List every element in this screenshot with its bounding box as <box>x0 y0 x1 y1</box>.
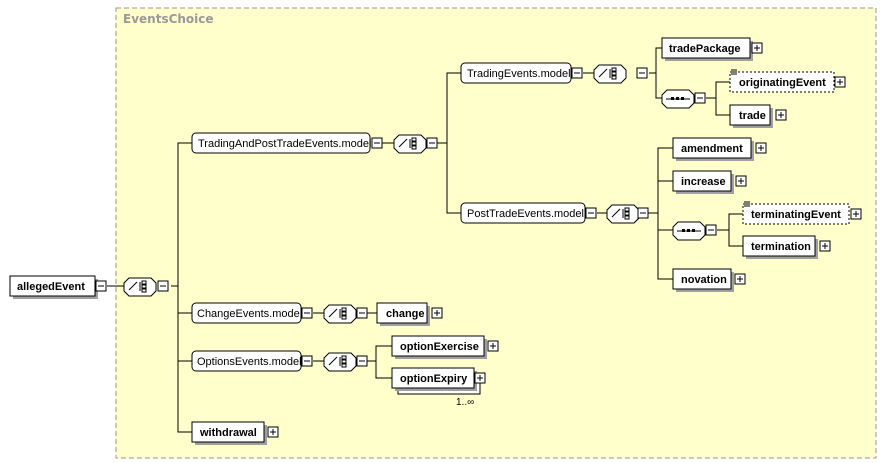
collapse-icon[interactable] <box>301 307 313 319</box>
collapse-icon[interactable] <box>371 137 383 149</box>
option-expiry-label: optionExpiry <box>400 373 468 385</box>
amendment-label: amendment <box>681 143 743 155</box>
element-trade-package[interactable]: tradePackage <box>661 37 753 61</box>
element-terminating-event[interactable]: terminatingEvent <box>742 201 850 225</box>
group-trading-and-post-trade-events[interactable]: TradingAndPostTradeEvents.model <box>191 132 371 154</box>
collapse-icon[interactable] <box>571 67 583 79</box>
element-novation[interactable]: novation <box>672 268 734 292</box>
connector-lines <box>107 47 743 433</box>
trading-events-label: TradingEvents.model <box>467 68 571 80</box>
change-events-label: ChangeEvents.model <box>197 308 302 320</box>
expand-icon[interactable] <box>775 109 787 121</box>
increase-label: increase <box>681 176 726 188</box>
choice-compositor-icon <box>606 204 640 224</box>
events-choice-title: EventsChoice <box>123 12 214 26</box>
collapse-icon[interactable] <box>636 67 648 79</box>
termination-label: termination <box>751 241 811 253</box>
choice-compositor-icon <box>323 352 357 372</box>
expand-icon[interactable] <box>267 426 279 438</box>
expand-icon[interactable] <box>474 372 486 384</box>
group-post-trade-events[interactable]: PostTradeEvents.model <box>460 202 586 224</box>
post-trade-events-label: PostTradeEvents.model <box>467 208 584 220</box>
element-termination[interactable]: termination <box>742 235 818 259</box>
choice-compositor-icon <box>393 134 427 154</box>
collapse-icon[interactable] <box>426 137 438 149</box>
group-change-events[interactable]: ChangeEvents.model <box>191 302 302 324</box>
change-label: change <box>386 308 425 320</box>
element-option-exercise[interactable]: optionExercise <box>391 335 487 359</box>
option-exercise-label: optionExercise <box>400 341 479 353</box>
expand-icon[interactable] <box>734 273 746 285</box>
sequence-compositor-icon <box>672 221 706 241</box>
choice-compositor-icon <box>123 277 157 297</box>
element-increase[interactable]: increase <box>672 170 734 194</box>
element-originating-event[interactable]: originatingEvent <box>729 69 835 93</box>
expand-icon[interactable] <box>751 42 763 54</box>
element-trade[interactable]: trade <box>729 104 773 128</box>
options-events-label: OptionsEvents.model <box>197 356 302 368</box>
trade-label: trade <box>739 110 766 122</box>
choice-compositor-icon <box>323 304 357 324</box>
collapse-icon[interactable] <box>694 92 706 104</box>
alleged-event-label: allegedEvent <box>17 281 85 293</box>
choice-compositor-icon <box>593 64 627 84</box>
collapse-icon[interactable] <box>637 207 649 219</box>
collapse-icon[interactable] <box>585 207 597 219</box>
novation-label: novation <box>681 274 727 286</box>
element-amendment[interactable]: amendment <box>672 137 754 161</box>
element-alleged-event[interactable]: allegedEvent <box>9 275 98 299</box>
element-change[interactable]: change <box>376 302 430 326</box>
originating-event-label: originatingEvent <box>739 77 826 89</box>
expand-icon[interactable] <box>834 76 846 88</box>
trade-package-label: tradePackage <box>669 43 741 55</box>
collapse-icon[interactable] <box>157 280 169 292</box>
expand-icon[interactable] <box>755 142 767 154</box>
expand-icon[interactable] <box>819 240 831 252</box>
element-withdrawal[interactable]: withdrawal <box>191 421 267 445</box>
collapse-icon[interactable] <box>301 355 313 367</box>
withdrawal-label: withdrawal <box>199 427 257 439</box>
collapse-icon[interactable] <box>95 280 107 292</box>
option-expiry-cardinality: 1..∞ <box>456 397 474 408</box>
terminating-event-label: terminatingEvent <box>751 209 841 221</box>
expand-icon[interactable] <box>431 307 443 319</box>
element-option-expiry[interactable]: optionExpiry <box>391 367 481 395</box>
expand-icon[interactable] <box>850 208 862 220</box>
trading-and-post-trade-label: TradingAndPostTradeEvents.model <box>198 138 371 150</box>
collapse-icon[interactable] <box>356 355 368 367</box>
sequence-compositor-icon <box>661 89 695 109</box>
collapse-icon[interactable] <box>356 307 368 319</box>
collapse-icon[interactable] <box>705 224 717 236</box>
expand-icon[interactable] <box>487 340 499 352</box>
group-trading-events[interactable]: TradingEvents.model <box>460 62 572 84</box>
expand-icon[interactable] <box>735 175 747 187</box>
group-options-events[interactable]: OptionsEvents.model <box>191 350 302 372</box>
